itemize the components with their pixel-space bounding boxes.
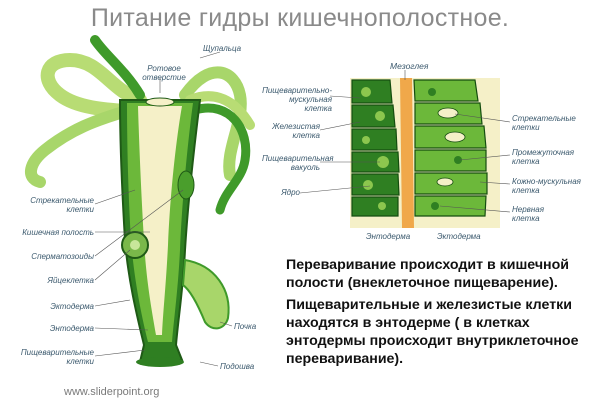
tentacle-right — [179, 66, 247, 181]
label-sole: Подошва — [220, 362, 255, 371]
tentacle-left — [40, 52, 147, 119]
hydra-figure — [25, 35, 255, 367]
label-glandular-cell: Железистая клетка — [272, 122, 320, 140]
paragraph-extracellular: Переваривание происходит в кишечной поло… — [286, 257, 570, 291]
wall-leader-lines — [299, 70, 511, 213]
tentacle-right-2 — [185, 91, 255, 130]
label-endoderm: Энтодерма — [49, 324, 94, 333]
sperm-bulge — [177, 170, 195, 200]
label-bud: Почка — [234, 322, 257, 331]
label-stinging-cells: Стрекательные клетки — [30, 196, 94, 214]
explanation-text: Переваривание происходит в кишечной поло… — [286, 256, 596, 372]
label-wall-endoderm: Энтодерма — [366, 232, 411, 241]
hydra-leader-lines — [94, 51, 233, 367]
tentacle-upper-left — [90, 35, 145, 100]
wall-section — [350, 78, 500, 228]
mouth-opening — [145, 97, 175, 107]
gut-cavity — [138, 106, 182, 335]
bud — [181, 258, 230, 330]
slide-title: Питание гидры кишечнополостное. — [90, 4, 510, 32]
label-egg: Яйцеклетка — [47, 276, 94, 285]
label-digestive-cells: Пищеварительные клетки — [20, 348, 94, 366]
label-wall-stinging: Стрекательные клетки — [512, 114, 576, 132]
label-intermediate-cell: Промежуточная клетка — [512, 148, 575, 166]
label-tentacles: Щупальца — [203, 44, 242, 53]
label-nucleus: Ядро — [281, 188, 300, 197]
tentacle-right-3 — [190, 103, 251, 215]
label-mouth: Ротовое отверстие — [142, 64, 186, 82]
label-mesoglea: Мезоглея — [390, 61, 429, 71]
label-ectoderm: Эктодерма — [50, 302, 94, 311]
mesoglea-layer — [400, 78, 414, 228]
label-digestive-vacuole: Пищеварительная вакуоль — [262, 154, 334, 172]
label-nerve-cell: Нервная клетка — [512, 205, 544, 223]
label-digestive-muscular: Пищеварительно-мускульная клетка — [262, 86, 332, 113]
tentacle-left-2 — [25, 104, 136, 188]
label-wall-ectoderm: Эктодерма — [437, 232, 481, 241]
footer-url: www.sliderpoint.org — [64, 386, 160, 398]
label-sperm: Сперматозоиды — [31, 252, 94, 261]
label-gut-cavity: Кишечная полость — [22, 228, 94, 237]
sole — [136, 357, 184, 367]
label-skin-muscular: Кожно-мускульная клетка — [512, 177, 581, 195]
paragraph-intracellular: Пищеварительные и железистые клетки нахо… — [286, 297, 579, 367]
